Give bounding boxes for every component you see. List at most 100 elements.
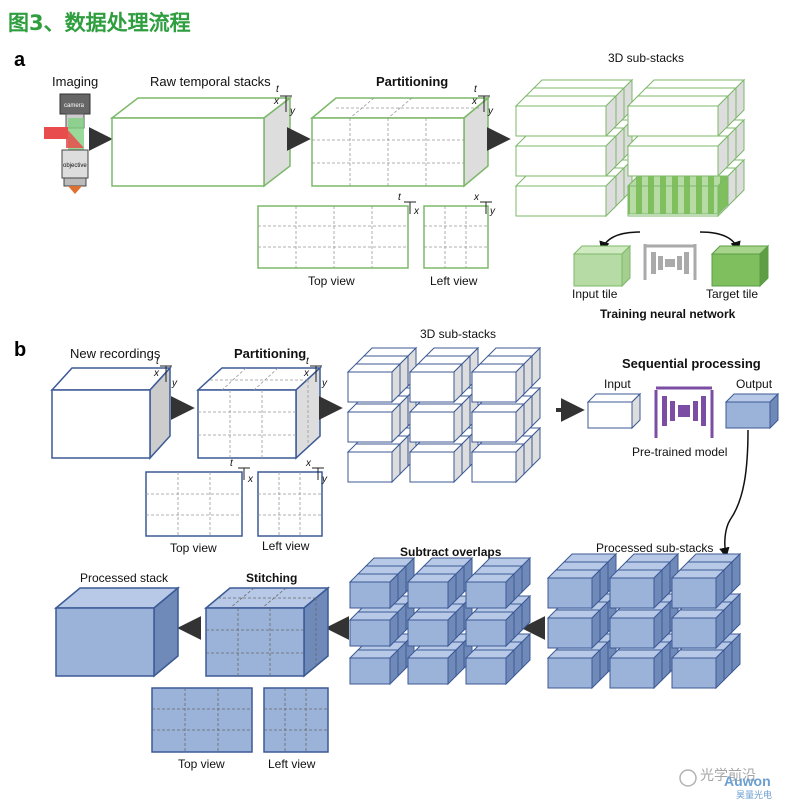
- axis-y-label: y: [171, 378, 178, 389]
- output-label: Output: [736, 377, 773, 391]
- microscope-icon: Imaging camera objective: [44, 74, 98, 194]
- objective-label: objective: [63, 163, 87, 169]
- axis-y-label: y: [289, 106, 296, 117]
- substack-cube: [514, 174, 618, 218]
- substack-cube: [670, 608, 726, 650]
- new-recordings-cuboid: [50, 366, 172, 460]
- raw-stack-cuboid: [109, 96, 293, 188]
- axis-y-label: y: [489, 206, 496, 217]
- axis-t-label: t: [156, 356, 160, 367]
- axis-x-label: x: [471, 96, 478, 107]
- left-view-final-label: Left view: [268, 757, 316, 771]
- panel-a-letter: a: [14, 49, 26, 71]
- pretrained-model-icon: [654, 386, 714, 438]
- input-tile-label: Input tile: [572, 287, 618, 301]
- processed-substack-grid: [546, 552, 742, 690]
- training-tile-striped: [626, 174, 730, 216]
- substack-cube: [464, 610, 516, 648]
- substack-cube: [470, 362, 526, 404]
- processed-stack-cuboid: [53, 586, 181, 678]
- panel-b: b New recordings t x y Partitioning: [14, 327, 780, 771]
- substack-cube: [608, 568, 664, 610]
- substack-cube: [546, 568, 602, 610]
- axes-b1: t x y: [153, 356, 178, 389]
- training-network: Input tile Target tile Training neural n…: [572, 231, 770, 321]
- sequential-label: Sequential processing: [622, 356, 761, 371]
- input-tile: [572, 244, 632, 288]
- substack-cube: [464, 572, 516, 610]
- axes-b2: t x y: [303, 356, 328, 389]
- watermark-main: 光学前沿: [700, 767, 756, 783]
- axis-x-label: x: [273, 96, 280, 107]
- left-view-final: Left view: [263, 687, 329, 771]
- axis-t-label: t: [230, 458, 234, 469]
- substack-cube: [514, 94, 618, 138]
- panel-b-letter: b: [14, 339, 26, 361]
- white-substack-grid: [346, 346, 542, 484]
- subtracted-substack-grid: [348, 556, 532, 686]
- target-tile-label: Target tile: [706, 287, 758, 301]
- substack-cube: [608, 608, 664, 650]
- substack-cube: [406, 610, 458, 648]
- substack-cube: [348, 572, 400, 610]
- substack-cube: [346, 442, 402, 484]
- processed-substacks-label: Processed sub-stacks: [596, 541, 713, 555]
- axes-a2: t x y: [471, 84, 494, 117]
- axis-t-label: t: [276, 84, 280, 95]
- top-view-final-label: Top view: [178, 757, 225, 771]
- axis-t-label: t: [398, 192, 402, 203]
- axis-x-label: x: [413, 206, 420, 217]
- partition-cuboid-a: [309, 96, 491, 188]
- partitioning-b-label: Partitioning: [234, 346, 306, 361]
- partitioning-a-label: Partitioning: [376, 74, 448, 89]
- axis-t-label: t: [474, 84, 478, 95]
- substack-cube: [408, 362, 464, 404]
- watermark: 光学前沿 Auwon 昊量光电: [679, 767, 772, 800]
- top-view-a: t x Top view: [257, 192, 420, 288]
- substack-cube: [670, 648, 726, 690]
- axis-y-label: y: [487, 106, 494, 117]
- green-substack-grid: [514, 78, 746, 218]
- substack-cube: [348, 610, 400, 648]
- watermark-brand-cn: 昊量光电: [736, 789, 772, 800]
- substack-cube: [514, 134, 618, 178]
- substack-cube: [346, 402, 402, 444]
- target-tile: [710, 244, 770, 288]
- substack-cube: [546, 648, 602, 690]
- substacks-a-label: 3D sub-stacks: [608, 51, 684, 65]
- top-view-a-label: Top view: [308, 274, 355, 288]
- top-view-final: Top view: [151, 687, 253, 771]
- raw-stacks-label: Raw temporal stacks: [150, 74, 271, 89]
- new-recordings-label: New recordings: [70, 346, 161, 361]
- stitching-label: Stitching: [246, 571, 297, 585]
- substack-cube: [626, 94, 730, 138]
- imaging-label: Imaging: [52, 74, 98, 89]
- left-view-b-label: Left view: [262, 539, 310, 553]
- wechat-icon: [679, 769, 697, 787]
- axis-y-label: y: [321, 474, 328, 485]
- partition-cuboid-b: [196, 366, 322, 460]
- substack-cube: [670, 568, 726, 610]
- left-view-a-label: Left view: [430, 274, 478, 288]
- axis-y-label: y: [321, 378, 328, 389]
- axis-x-label: x: [153, 368, 160, 379]
- arrow-output-down: [719, 429, 749, 559]
- watermark-brand: Auwon: [724, 773, 771, 789]
- substack-cube: [470, 442, 526, 484]
- substack-cube: [406, 572, 458, 610]
- axis-t-label: t: [306, 356, 310, 367]
- top-view-b-label: Top view: [170, 541, 217, 555]
- figure-title: 图3、数据处理流程: [8, 11, 191, 35]
- substack-cube: [406, 648, 458, 686]
- axes-a1: t x y: [273, 84, 296, 117]
- substack-cube: [608, 648, 664, 690]
- substack-cube: [348, 648, 400, 686]
- processed-stack-label: Processed stack: [80, 571, 169, 585]
- axis-x-label: x: [247, 474, 254, 485]
- subtract-label: Subtract overlaps: [400, 545, 502, 559]
- substack-cube: [408, 442, 464, 484]
- input-label: Input: [604, 377, 631, 391]
- substack-cube: [626, 134, 730, 178]
- pretrained-label: Pre-trained model: [632, 445, 727, 459]
